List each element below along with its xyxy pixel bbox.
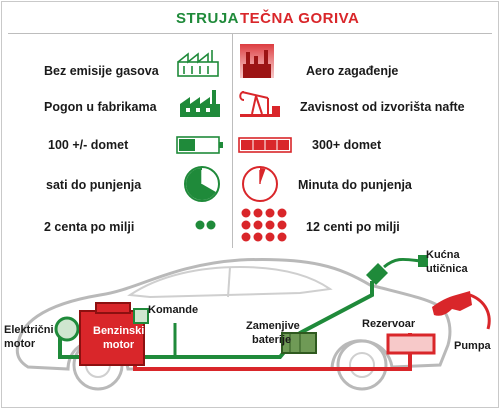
fuel-cost-label: 12 centi po milji	[306, 220, 400, 234]
electric-range-label: 100 +/- domet	[48, 138, 129, 152]
column-divider	[232, 33, 233, 248]
rear-wheel	[336, 339, 388, 391]
outlet-label-line2: utičnica	[426, 263, 468, 275]
fuel-range-icon	[238, 137, 292, 153]
pump-nozzle-icon	[432, 291, 472, 316]
electric-heading: STRUJA	[176, 10, 240, 27]
batteries-label-line1: Zamenjive	[246, 320, 300, 332]
fuel-range-label: 300+ domet	[312, 138, 382, 152]
outlet-label-line1: Kućna	[426, 249, 460, 261]
electric-motor-label-line2: motor	[4, 338, 36, 350]
car-windows	[127, 265, 333, 299]
hybrid-car-diagram	[15, 255, 491, 391]
air-pollution-label: Aero zagađenje	[306, 64, 399, 78]
gas-engine-label-line1: Benzinski	[93, 325, 145, 337]
electric-cost-label: 2 centa po milji	[44, 220, 135, 234]
header-divider	[8, 33, 492, 34]
no-emissions-label: Bez emisije gasova	[44, 64, 159, 78]
clean-factory-icon	[177, 50, 219, 77]
fuel-tank-label: Rezervoar	[362, 318, 416, 330]
charging-time-label: sati do punjenja	[46, 178, 142, 192]
power-plant-icon	[180, 90, 220, 117]
fuel-heading: TEČNA GORIVA	[240, 10, 360, 27]
gas-engine-label-line2: motor	[103, 339, 135, 351]
fuel-tank	[386, 333, 436, 355]
oil-dependence-label: Zavisnost od izvorišta nafte	[300, 100, 465, 114]
minutes-clock-icon	[242, 166, 278, 202]
electric-motor-icon	[54, 316, 80, 342]
pollution-factory-icon	[240, 44, 274, 78]
two-coins-icon	[195, 220, 216, 230]
batteries-label-line2: baterije	[252, 334, 292, 346]
battery-range-icon	[176, 136, 223, 154]
twelve-coins-icon	[241, 208, 287, 242]
factory-power-label: Pogon u fabrikama	[44, 100, 157, 114]
controls-box	[133, 308, 149, 324]
electric-motor-label-line1: Električni	[4, 324, 54, 336]
plug-icon	[366, 263, 388, 285]
hours-clock-icon	[184, 166, 220, 202]
controls-label: Komande	[148, 304, 199, 316]
refuel-time-label: Minuta do punjenja	[298, 178, 412, 192]
oil-pump-icon	[239, 91, 280, 117]
pump-label: Pumpa	[454, 340, 491, 352]
